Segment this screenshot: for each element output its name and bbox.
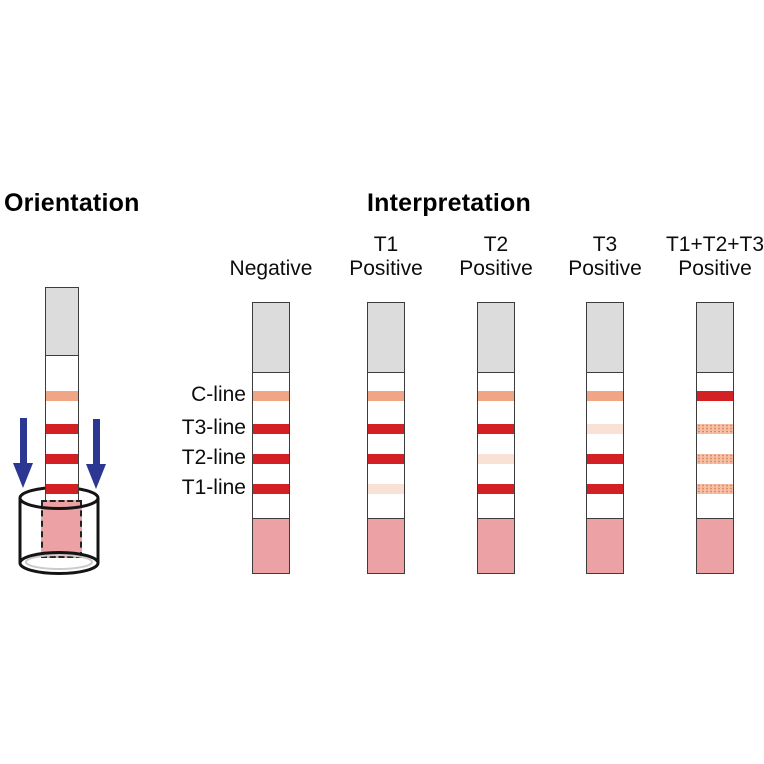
band-t2-line bbox=[46, 454, 78, 464]
band-t2-line bbox=[478, 454, 514, 464]
orientation-strip bbox=[45, 287, 79, 501]
band-t1-line bbox=[368, 484, 404, 494]
down-arrow-icon bbox=[86, 419, 107, 489]
wick-pad bbox=[46, 288, 78, 356]
beaker-bottom bbox=[18, 551, 100, 575]
band-c-line bbox=[697, 391, 733, 401]
sample-pad bbox=[697, 518, 733, 573]
row-label-t2-line: T2-line bbox=[181, 446, 246, 469]
row-label-c-line: C-line bbox=[191, 383, 246, 406]
column-header-t1t2t3-positive: T1+T2+T3 Positive bbox=[653, 233, 764, 281]
band-t1-line bbox=[697, 484, 733, 494]
band-t3-line bbox=[478, 424, 514, 434]
beaker-rim-front-arc bbox=[18, 497, 100, 510]
row-label-t3-line: T3-line bbox=[181, 416, 246, 439]
arrow-shaft bbox=[20, 418, 27, 463]
beaker-icon bbox=[18, 497, 100, 575]
column-header-t1-positive: T1 Positive bbox=[324, 233, 448, 281]
wick-pad bbox=[697, 303, 733, 373]
band-t3-line bbox=[46, 424, 78, 434]
row-label-t1-line: T1-line bbox=[181, 476, 246, 499]
down-arrow-icon bbox=[13, 418, 34, 488]
band-t1-line bbox=[253, 484, 289, 494]
column-header-line1: T2 bbox=[483, 233, 509, 256]
band-t1-line bbox=[46, 484, 78, 494]
band-t3-line bbox=[253, 424, 289, 434]
sample-pad bbox=[253, 518, 289, 573]
wick-pad bbox=[587, 303, 623, 373]
arrow-head bbox=[13, 463, 33, 488]
arrow-shaft bbox=[93, 419, 100, 464]
column-header-line2: Negative bbox=[229, 257, 313, 280]
column-header-line2: Positive bbox=[349, 257, 423, 280]
column-header-line1: T3 bbox=[592, 233, 618, 256]
column-header-line2: Positive bbox=[678, 257, 752, 280]
wick-pad bbox=[478, 303, 514, 373]
interpretation-title: Interpretation bbox=[367, 189, 531, 217]
band-c-line bbox=[253, 391, 289, 401]
sample-pad bbox=[478, 518, 514, 573]
beaker-bottom-inner bbox=[25, 554, 93, 570]
column-header-line2: Positive bbox=[459, 257, 533, 280]
column-header-t2-positive: T2 Positive bbox=[434, 233, 558, 281]
test-strip-t3-positive bbox=[586, 302, 624, 574]
column-header-t3-positive: T3 Positive bbox=[543, 233, 667, 281]
arrow-head bbox=[86, 464, 106, 489]
column-header-line1: T1+T2+T3 bbox=[665, 233, 764, 256]
column-header-line1: T1 bbox=[373, 233, 399, 256]
band-c-line bbox=[368, 391, 404, 401]
band-c-line bbox=[587, 391, 623, 401]
band-t3-line bbox=[697, 424, 733, 434]
column-header-negative: Negative bbox=[209, 233, 333, 281]
band-t2-line bbox=[253, 454, 289, 464]
band-t2-line bbox=[697, 454, 733, 464]
test-strip-t1-positive bbox=[367, 302, 405, 574]
orientation-title: Orientation bbox=[4, 189, 140, 217]
test-strip-t2-positive bbox=[477, 302, 515, 574]
band-c-line bbox=[46, 391, 78, 401]
sample-pad bbox=[587, 518, 623, 573]
band-t2-line bbox=[368, 454, 404, 464]
column-header-line1 bbox=[209, 233, 333, 257]
band-t1-line bbox=[478, 484, 514, 494]
test-strip-negative bbox=[252, 302, 290, 574]
column-header-line2: Positive bbox=[568, 257, 642, 280]
band-t2-line bbox=[587, 454, 623, 464]
band-t3-line bbox=[587, 424, 623, 434]
band-t1-line bbox=[587, 484, 623, 494]
sample-pad bbox=[368, 518, 404, 573]
wick-pad bbox=[368, 303, 404, 373]
test-strip-t1t2t3-positive bbox=[696, 302, 734, 574]
wick-pad bbox=[253, 303, 289, 373]
band-t3-line bbox=[368, 424, 404, 434]
band-c-line bbox=[478, 391, 514, 401]
